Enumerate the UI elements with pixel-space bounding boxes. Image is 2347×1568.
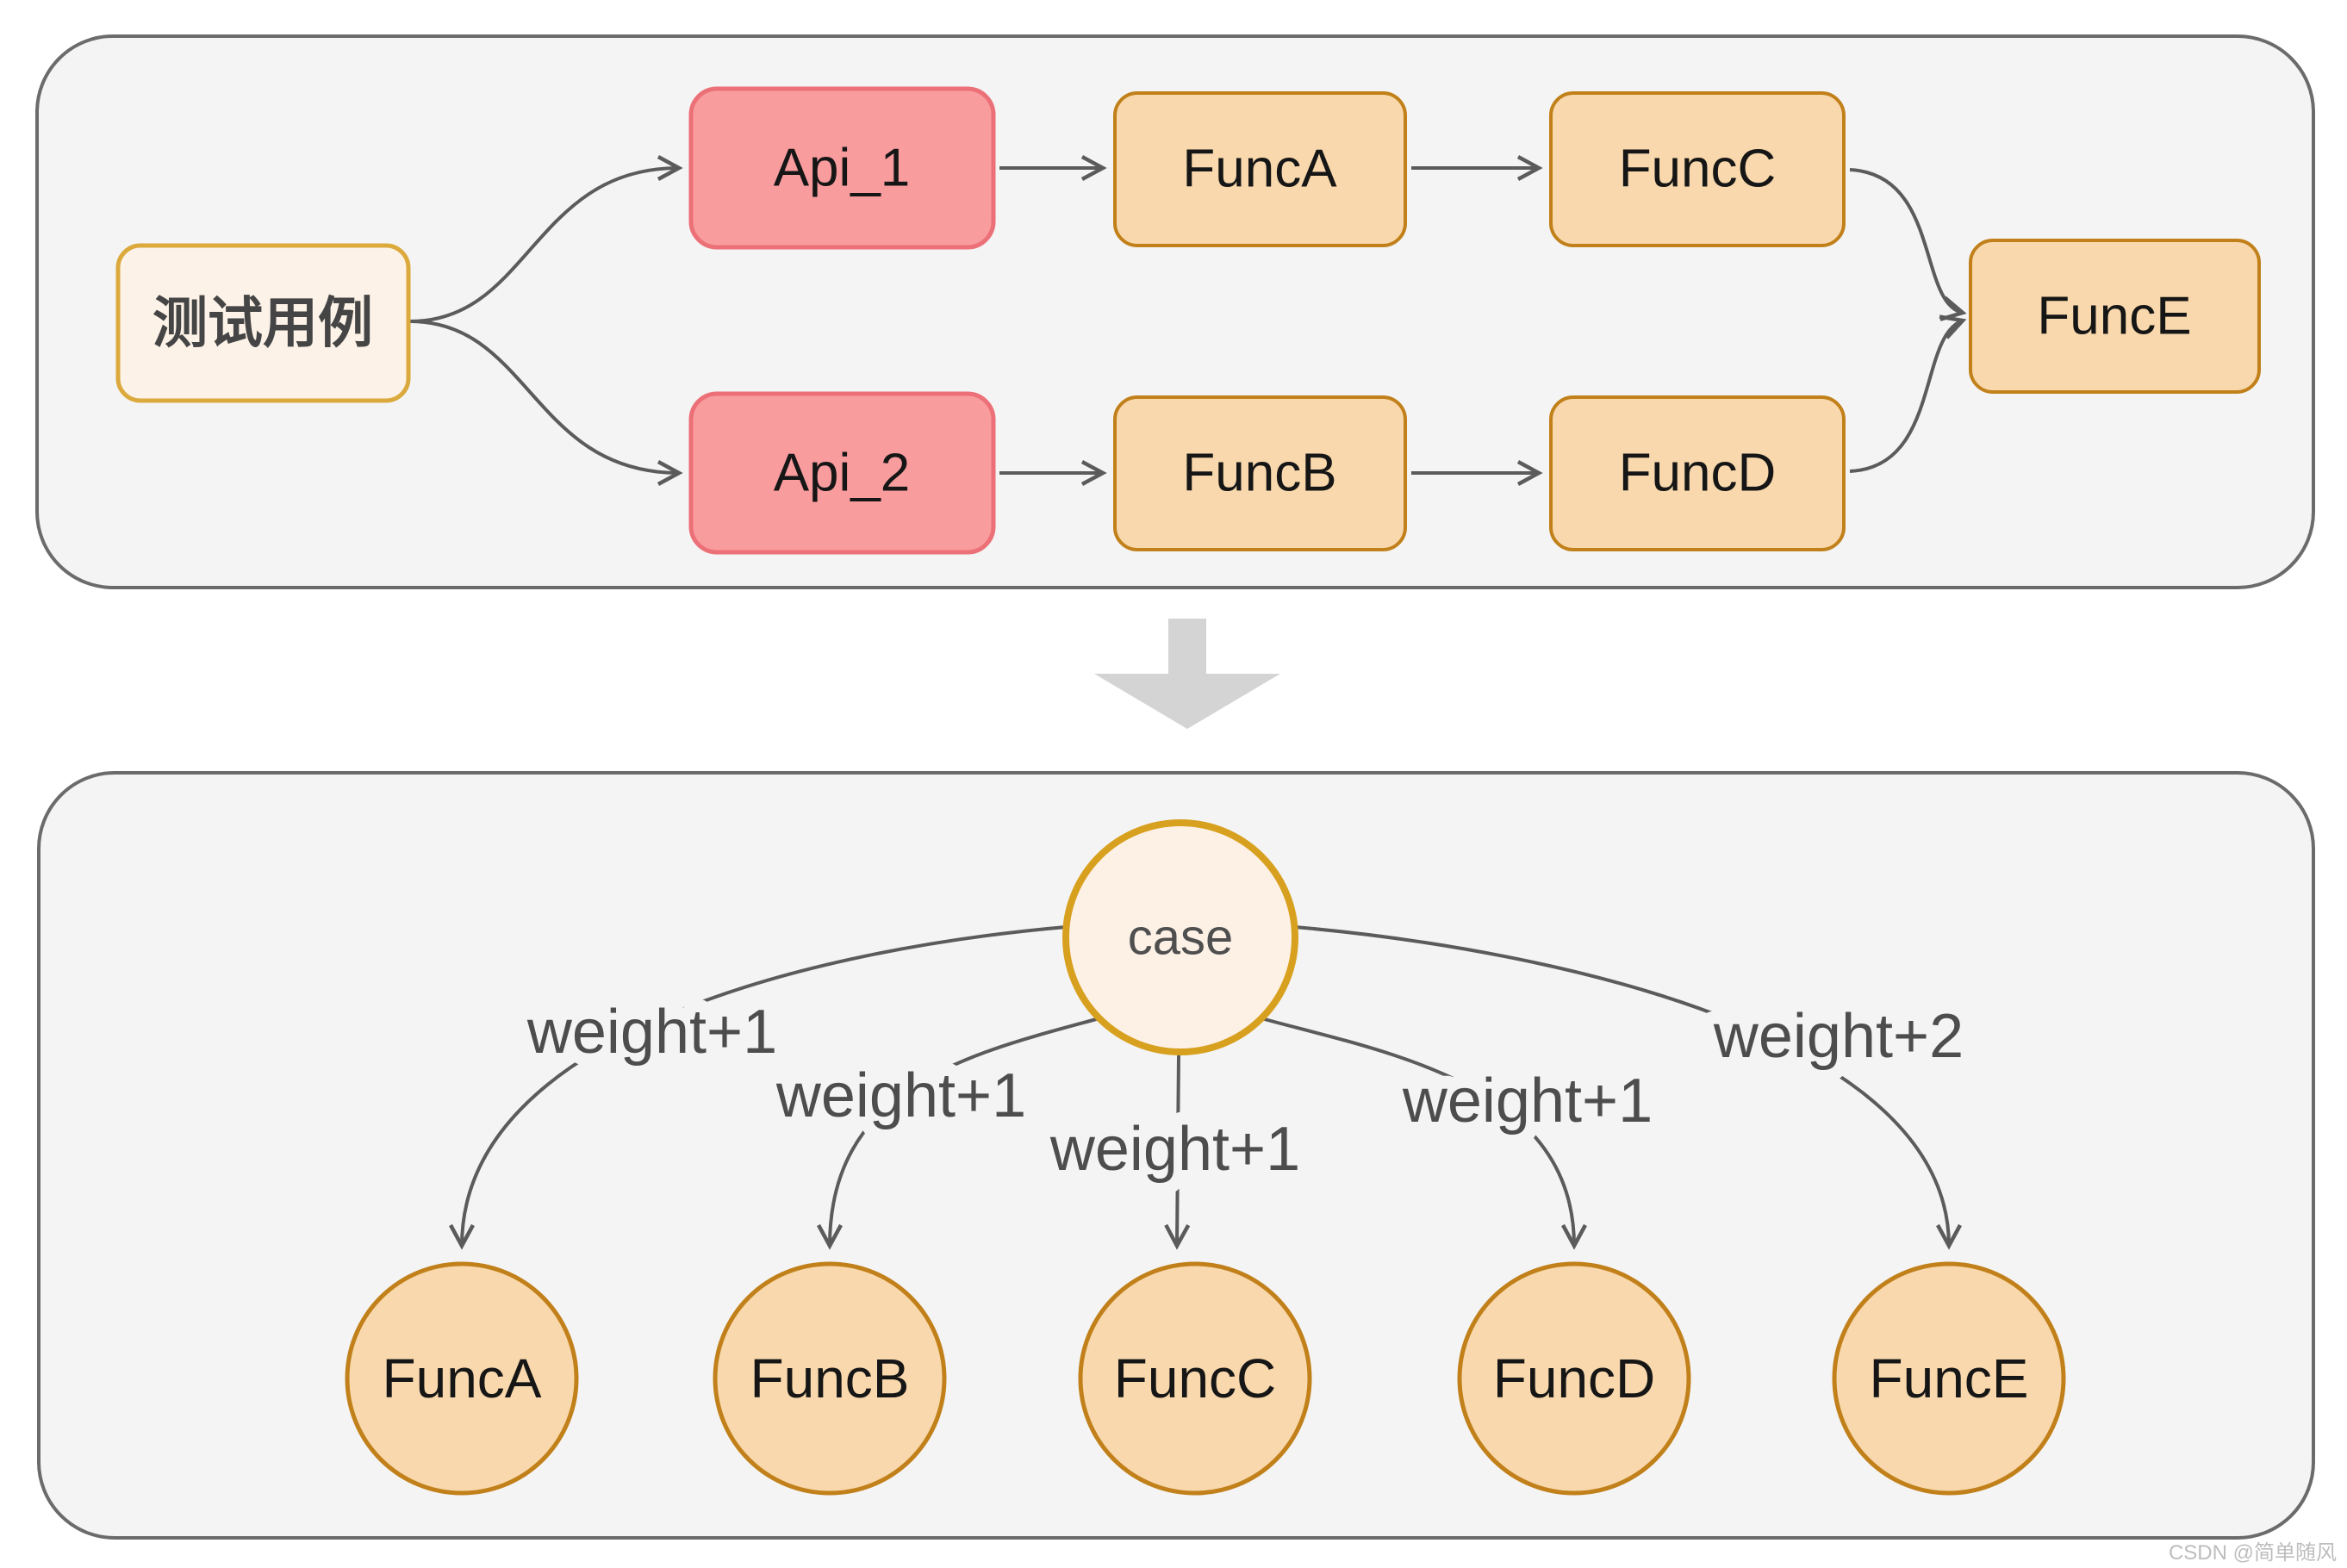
down-arrow-icon	[1094, 619, 1280, 729]
node-test-case: 测试用例	[115, 243, 411, 403]
func-a-box	[1113, 91, 1407, 247]
node-func-a-bottom: FuncA	[345, 1261, 579, 1496]
edge-case-funce	[1294, 925, 1962, 1250]
edge-label-case-funcc: weight+1	[1049, 1115, 1300, 1184]
case-circle	[1062, 819, 1298, 1055]
edge-weight-labels: weight+1 weight+1 weight+1 weight+1 weig…	[514, 985, 1977, 1197]
func-c-box	[1549, 91, 1846, 247]
node-func-d-bottom: FuncD	[1457, 1261, 1691, 1496]
func-d-circle	[1457, 1261, 1691, 1496]
func-e-label: FuncE	[2037, 287, 2191, 346]
edge-case-funcb	[817, 1017, 1100, 1250]
node-func-d-top: FuncD	[1549, 395, 1846, 551]
func-c-circle-label: FuncC	[1114, 1347, 1277, 1409]
func-b-circle-label: FuncB	[750, 1347, 910, 1409]
edge-label-case-funcb: weight+1	[775, 1061, 1026, 1130]
api-2-label: Api_2	[774, 444, 911, 503]
edge-label-case-funce: weight+2	[1713, 1002, 1964, 1071]
func-e-circle-label: FuncE	[1870, 1347, 2029, 1409]
api-1-box	[688, 86, 996, 250]
case-node-label: case	[1128, 910, 1234, 966]
edge-case-funcd	[1261, 1017, 1587, 1250]
node-func-b-top: FuncB	[1113, 395, 1407, 551]
node-func-c-bottom: FuncC	[1078, 1261, 1312, 1496]
func-d-box	[1549, 395, 1846, 551]
watermark-text: CSDN @简单随风	[2169, 1541, 2337, 1565]
edge-label-case-funca: weight+1	[526, 998, 777, 1067]
test-case-box	[115, 243, 411, 403]
edge-label-case-funcd: weight+1	[1402, 1067, 1653, 1136]
bottom-panel-edges	[449, 925, 1962, 1250]
func-e-box	[1969, 239, 2261, 394]
func-d-label: FuncD	[1619, 444, 1777, 503]
node-api-1: Api_1	[688, 86, 996, 250]
func-b-label: FuncB	[1182, 444, 1336, 503]
edge-funcc-funce	[1849, 168, 1967, 321]
node-func-a-top: FuncA	[1113, 91, 1407, 247]
func-e-circle	[1832, 1261, 2066, 1496]
node-api-2: Api_2	[688, 391, 996, 555]
node-func-e-top: FuncE	[1969, 239, 2261, 394]
edge-testcase-api1	[409, 155, 683, 323]
edge-funcd-funce	[1849, 314, 1967, 473]
edge-case-funcc	[1164, 1055, 1191, 1250]
func-d-circle-label: FuncD	[1493, 1347, 1656, 1409]
test-case-label: 测试用例	[153, 292, 373, 354]
node-func-b-bottom: FuncB	[713, 1261, 947, 1496]
func-b-circle	[713, 1261, 947, 1496]
edge-case-funca	[449, 925, 1067, 1250]
func-b-box	[1113, 395, 1407, 551]
func-a-label: FuncA	[1182, 140, 1337, 199]
top-panel-edges	[409, 155, 1967, 486]
func-a-circle	[345, 1261, 579, 1496]
func-c-label: FuncC	[1619, 140, 1777, 199]
func-c-circle	[1078, 1261, 1312, 1496]
node-func-c-top: FuncC	[1549, 91, 1846, 247]
edge-testcase-api2	[409, 320, 683, 486]
api-1-label: Api_1	[774, 139, 911, 198]
node-func-e-bottom: FuncE	[1832, 1261, 2066, 1496]
api-2-box	[688, 391, 996, 555]
node-case: case	[1062, 819, 1298, 1055]
func-a-circle-label: FuncA	[383, 1347, 542, 1409]
